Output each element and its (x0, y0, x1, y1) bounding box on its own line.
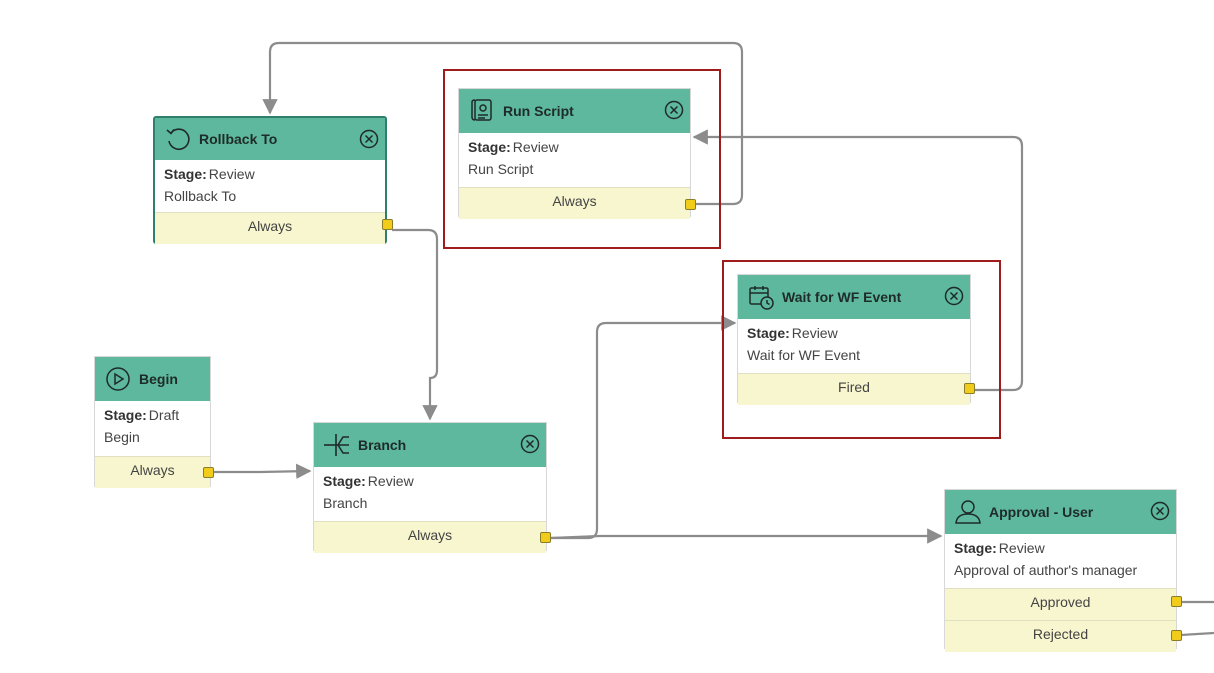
close-icon[interactable] (359, 129, 379, 149)
node-description: Approval of author's manager (954, 562, 1138, 578)
node-description: Branch (323, 495, 368, 511)
node-wait-for-wf-event[interactable]: Wait for WF Event Stage:Review Wait for … (737, 274, 975, 405)
connector-rejected-out (1180, 631, 1214, 637)
script-icon (467, 96, 497, 126)
branch-icon (322, 430, 352, 460)
stage-label: Stage: (104, 407, 147, 423)
output-always: Always (155, 212, 393, 244)
node-description: Wait for WF Event (747, 347, 861, 363)
node-header[interactable]: Wait for WF Event (738, 275, 970, 319)
node-description: Run Script (468, 161, 534, 177)
connector-branch-to-approval (550, 528, 943, 544)
node-title: Run Script (503, 103, 574, 119)
close-icon[interactable] (944, 286, 964, 306)
node-rollback-to[interactable]: Rollback To Stage:Review Rollback To Alw… (153, 116, 393, 244)
node-description: Begin (104, 429, 140, 445)
output-port[interactable] (964, 383, 975, 394)
node-header[interactable]: Rollback To (155, 118, 385, 160)
stage-value: Review (512, 139, 559, 155)
output-label: Always (130, 462, 175, 478)
connector-rollback-to-branch (392, 228, 439, 421)
output-port[interactable] (685, 199, 696, 210)
rollback-icon (163, 124, 193, 154)
node-description: Rollback To (164, 188, 237, 204)
connector-begin-to-branch (214, 463, 312, 479)
output-always: Always (314, 521, 551, 553)
node-title: Branch (358, 437, 407, 453)
node-title: Begin (139, 371, 178, 387)
stage-value: Review (367, 473, 414, 489)
stage-value: Review (998, 540, 1045, 556)
node-header[interactable]: Approval - User (945, 490, 1176, 534)
node-title: Rollback To (199, 131, 278, 147)
node-begin[interactable]: Begin Stage:Draft Begin Always (94, 356, 214, 488)
stage-label: Stage: (468, 139, 511, 155)
output-always: Always (459, 187, 696, 219)
output-port[interactable] (1171, 630, 1182, 641)
output-port[interactable] (203, 467, 214, 478)
close-icon[interactable] (664, 100, 684, 120)
node-title: Approval - User (989, 504, 1094, 520)
stage-value: Draft (148, 407, 180, 423)
node-branch[interactable]: Branch Stage:Review Branch Always (313, 422, 551, 553)
node-header[interactable]: Run Script (459, 89, 690, 133)
output-label: Always (407, 527, 453, 543)
stage-label: Stage: (323, 473, 366, 489)
stage-label: Stage: (747, 325, 790, 341)
output-label: Always (247, 218, 293, 234)
connector-branch-to-wait (551, 315, 737, 540)
close-icon[interactable] (520, 434, 540, 454)
output-approved: Approved (945, 588, 1182, 620)
output-label: Fired (838, 379, 870, 395)
stage-value: Review (791, 325, 838, 341)
output-port[interactable] (1171, 596, 1182, 607)
output-fired: Fired (738, 373, 975, 405)
output-port[interactable] (540, 532, 551, 543)
output-always: Always (95, 456, 214, 488)
node-header[interactable]: Begin (95, 357, 210, 401)
play-icon (103, 364, 133, 394)
node-approval-user[interactable]: Approval - User Stage:Review Approval of… (944, 489, 1182, 652)
output-label: Rejected (1032, 626, 1089, 642)
stage-label: Stage: (164, 166, 207, 182)
node-header[interactable]: Branch (314, 423, 546, 467)
output-label: Always (552, 193, 597, 209)
output-label: Approved (1030, 594, 1091, 610)
output-port[interactable] (382, 219, 393, 230)
stage-value: Review (208, 166, 255, 182)
output-rejected: Rejected (945, 620, 1182, 652)
calendar-clock-icon (746, 282, 776, 312)
node-run-script[interactable]: Run Script Stage:Review Run Script Alway… (458, 88, 696, 219)
node-title: Wait for WF Event (782, 289, 902, 305)
user-icon (953, 497, 983, 527)
stage-label: Stage: (954, 540, 997, 556)
close-icon[interactable] (1150, 501, 1170, 521)
